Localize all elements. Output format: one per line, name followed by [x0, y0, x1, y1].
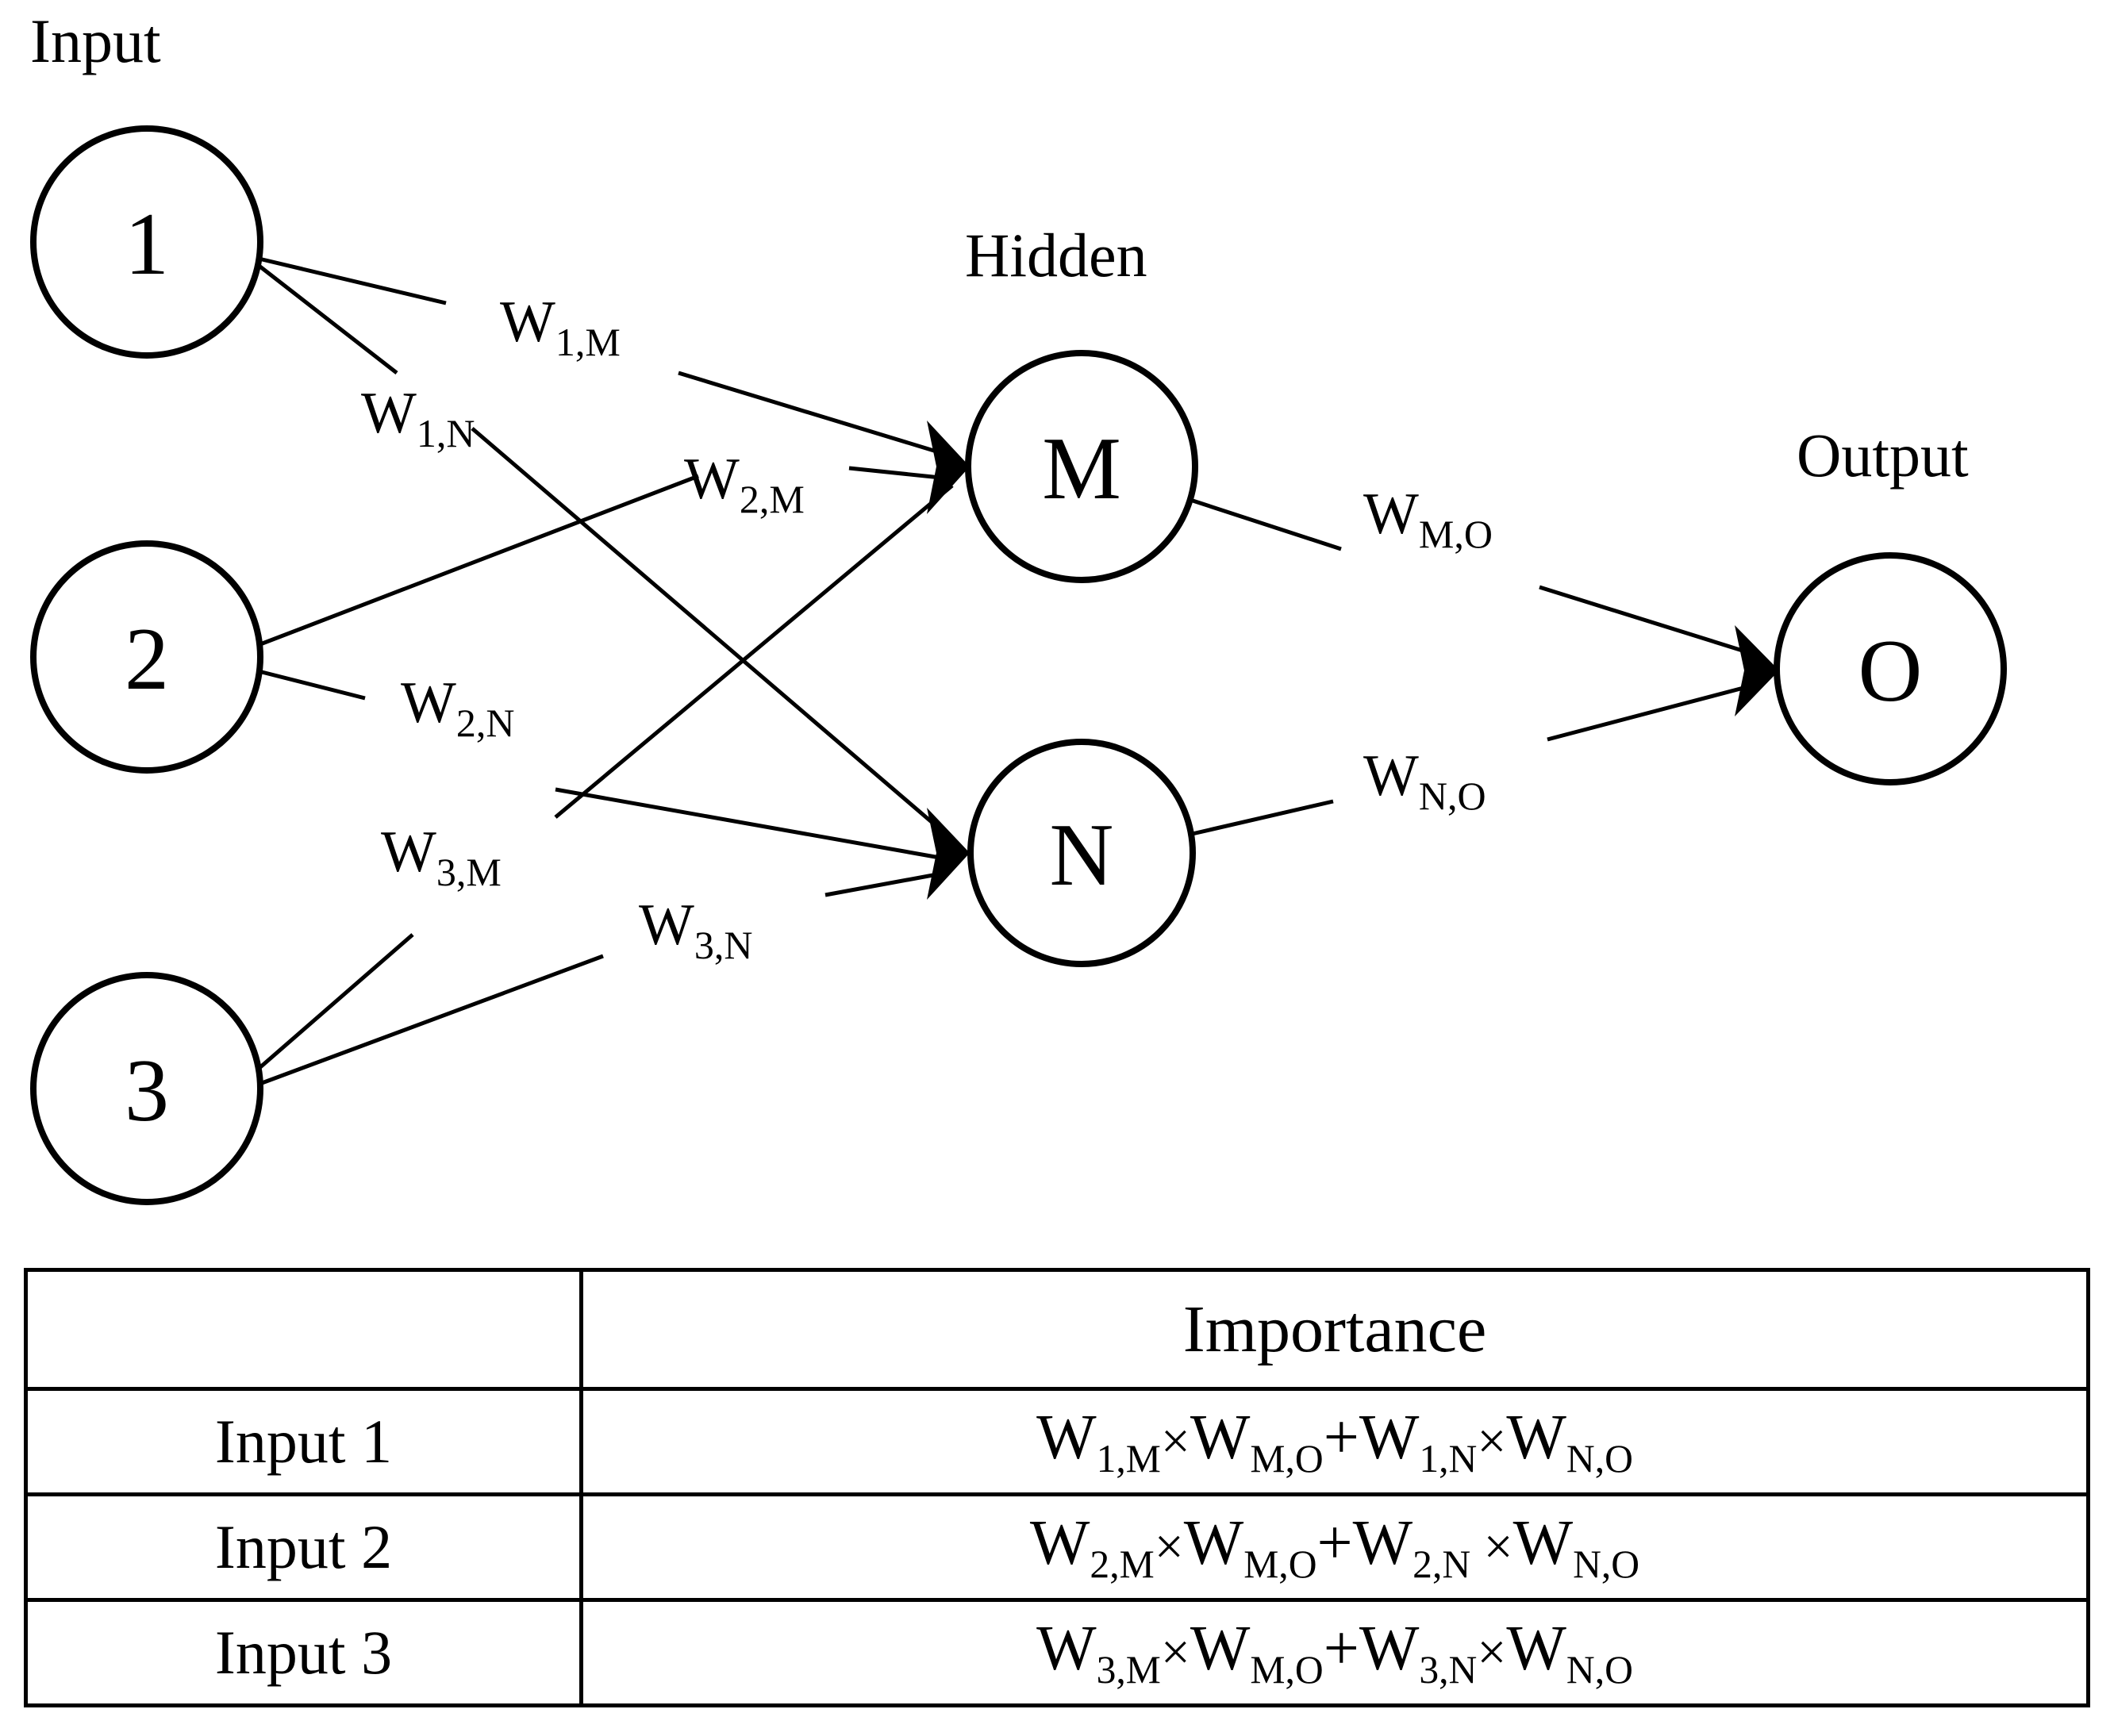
edge-N-to-O-stub [1188, 799, 1334, 837]
formula-term: W3,N [1359, 1614, 1478, 1692]
node-input-2-label: 2 [125, 610, 169, 709]
edge-N-to-O [1547, 682, 1759, 742]
edge-in3-to-N-stub [255, 954, 604, 1088]
table-row: Input 1 W1,M×WM,O+W1,N×WN,O [24, 1387, 2090, 1496]
header-cell-importance: Importance [579, 1268, 2090, 1391]
weight-label-w3n: W3,N [639, 893, 752, 967]
formula-term: W1,M [1036, 1403, 1161, 1481]
row-formula-input-1: W1,M×WM,O+W1,N×WN,O [579, 1387, 2090, 1496]
edge-in1-to-M-stub [255, 255, 447, 305]
arrowheads-group [927, 421, 1779, 900]
weight-label-w1n: W1,N [361, 381, 475, 455]
node-hidden-M-label: M [1042, 420, 1121, 518]
weight-label-w2m: W2,M [684, 447, 805, 521]
formula-operator: + [1316, 1508, 1353, 1578]
importance-table: Importance Input 1 W1,M×WM,O+W1,N×WN,O I… [24, 1268, 2090, 1707]
edge-M-to-O-stub [1190, 497, 1342, 551]
header-cell-blank [24, 1268, 583, 1391]
node-input-3-label: 3 [125, 1042, 169, 1140]
formula-operator: × [1154, 1519, 1184, 1576]
formula-operator: × [1477, 1624, 1507, 1681]
weight-label-w3m: W3,M [381, 820, 502, 894]
row-formula-input-2: W2,M×WM,O+W2,N ×WN,O [579, 1492, 2090, 1602]
row-label-input-2: Input 2 [24, 1492, 583, 1602]
arrowhead-into-O [1735, 625, 1779, 716]
row-formula-input-3: W3,M×WM,O+W3,N×WN,O [579, 1598, 2090, 1707]
formula-term: W3,M [1036, 1614, 1161, 1692]
row-label-input-1: Input 1 [24, 1387, 583, 1496]
arrowhead-into-N [927, 808, 970, 900]
table-row: Input 2 W2,M×WM,O+W2,N ×WN,O [24, 1492, 2090, 1602]
node-input-3[interactable] [30, 972, 263, 1205]
node-input-1-label: 1 [125, 195, 169, 294]
formula-term: WN,O [1506, 1403, 1633, 1481]
formula-operator: × [1477, 1413, 1507, 1470]
output-nodes-group: O [1774, 552, 2007, 785]
formula-operator: + [1323, 1403, 1359, 1473]
formula-operator: × [1160, 1413, 1190, 1470]
formula-term: W2,N [1352, 1508, 1471, 1586]
formula-operator: × [1160, 1624, 1190, 1681]
edge-in2-to-N-stub [255, 668, 366, 701]
edge-in1-to-M [678, 371, 945, 456]
formula-term: WM,O [1190, 1403, 1324, 1481]
arrowhead-into-M [927, 421, 970, 514]
node-input-1[interactable] [30, 125, 263, 359]
row-label-input-3: Input 3 [24, 1598, 583, 1707]
node-hidden-N-label: N [1050, 806, 1114, 904]
table-row: Input 3 W3,M×WM,O+W3,N×WN,O [24, 1598, 2090, 1707]
weight-label-wno: WN,O [1363, 743, 1486, 818]
edge-in3-to-M [554, 484, 954, 819]
neural-network-diagram: Input Hidden Output [30, 6, 2007, 1205]
hidden-nodes-group: M N [965, 350, 1198, 967]
node-input-2[interactable] [30, 540, 263, 774]
edge-in2-to-M [259, 474, 699, 647]
layer-label-output: Output [1797, 421, 1969, 490]
formula-term: W1,N [1359, 1403, 1478, 1481]
edge-in3-to-N [824, 870, 947, 897]
formula-term: WN,O [1512, 1508, 1640, 1586]
weight-label-wmo: WM,O [1363, 482, 1493, 556]
node-output-O[interactable] [1774, 552, 2007, 785]
formula-term: WM,O [1183, 1508, 1317, 1586]
node-hidden-N[interactable] [967, 739, 1196, 967]
formula-operator: × [1470, 1519, 1513, 1576]
edges-group [252, 255, 1759, 1088]
weight-label-w2n: W2,N [401, 670, 514, 745]
formula-operator: + [1323, 1614, 1359, 1684]
edge-in1-to-N-stub [252, 260, 398, 374]
formula-term: W2,M [1029, 1508, 1155, 1586]
edge-in1-to-N [471, 427, 944, 833]
input-nodes-group: 1 2 3 [30, 125, 263, 1205]
weight-labels-group: W1,M W1,N W2,M W2,N W3,M W3,N WM,O WN,O [361, 290, 1493, 967]
edge-in2-to-N [555, 787, 945, 861]
formula-term: WM,O [1190, 1614, 1324, 1692]
edge-M-to-O [1539, 585, 1758, 658]
layer-label-hidden: Hidden [965, 221, 1147, 290]
edge-in3-to-M-stub [252, 933, 414, 1074]
edge-in2-to-M-2 [848, 466, 949, 481]
layer-label-input: Input [30, 6, 161, 75]
formula-term: WN,O [1506, 1614, 1633, 1692]
node-output-O-label: O [1858, 622, 1923, 720]
weight-label-w1m: W1,M [500, 290, 621, 364]
node-hidden-M[interactable] [965, 350, 1198, 583]
table-header-row: Importance [24, 1268, 2090, 1391]
